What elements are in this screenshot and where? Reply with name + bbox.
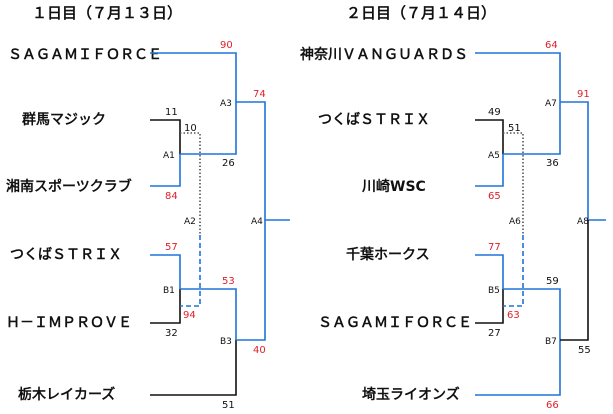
game-b5: B5 [488, 286, 500, 296]
score-d1-94: 94 [183, 310, 196, 321]
line-d2-kawasaki [475, 154, 504, 187]
score-d2-91: 91 [577, 89, 590, 100]
line-d2-dashed [503, 235, 524, 307]
game-b7: B7 [545, 337, 557, 347]
game-a8: A8 [577, 217, 589, 227]
day2-team-5: ＳＡＧＡＭＩＦＯＲＣＥ [318, 315, 472, 331]
score-d2-77: 77 [488, 242, 501, 253]
score-d2-65: 65 [488, 191, 501, 202]
line-d2-chiba [475, 254, 504, 289]
score-d2-63: 63 [507, 310, 520, 321]
score-d1-32: 32 [165, 328, 178, 339]
line-d2-tsukuba [475, 119, 504, 154]
score-d2-66: 66 [546, 400, 559, 411]
game-a3: A3 [220, 99, 232, 109]
line-d1-dotted [180, 132, 201, 235]
day1-team-6: 栃木レイカーズ [18, 386, 115, 403]
line-d2-b7 [560, 220, 589, 341]
day1-team-1: ＳＡＧＡＭＩＦＯＲＣＥ [8, 47, 162, 63]
day2-team-6: 埼玉ライオンズ [362, 386, 460, 403]
day2-title: ２日目（７月１４日） [346, 4, 496, 22]
line-d2-sagami [475, 289, 504, 324]
game-a5: A5 [488, 151, 500, 161]
game-b3: B3 [220, 337, 232, 347]
game-a7: A7 [545, 99, 557, 109]
day1-team-3: 湘南スポーツクラブ [6, 178, 132, 195]
score-d1-51: 51 [222, 400, 235, 411]
score-d1-53: 53 [222, 276, 235, 287]
score-d1-11: 11 [165, 107, 178, 118]
line-d1-tochigi [150, 340, 237, 396]
day1-title: １日目（７月１３日） [32, 4, 182, 22]
line-d2-b5 [503, 288, 561, 340]
line-d1-a1 [180, 102, 237, 155]
day1-bracket-lines [150, 52, 290, 396]
score-d2-64: 64 [545, 40, 558, 51]
line-d2-a5 [503, 102, 561, 155]
line-d1-shonan [150, 154, 181, 187]
score-d2-59: 59 [546, 276, 559, 287]
game-a1: A1 [163, 151, 175, 161]
line-d1-dashed [180, 235, 201, 307]
score-d1-84: 84 [165, 191, 178, 202]
day1-team-5: Ｈ－ＩＭＰＲＯＶＥ [6, 315, 132, 331]
line-d1-himprove [150, 289, 181, 324]
score-d1-26: 26 [222, 158, 235, 169]
line-d1-sagami [150, 52, 237, 102]
line-d1-tsukuba [150, 254, 181, 289]
score-d2-49: 49 [488, 107, 501, 118]
line-d1-b3 [236, 220, 266, 341]
game-a2: A2 [184, 217, 196, 227]
score-d1-10: 10 [184, 123, 197, 134]
game-b1: B1 [163, 286, 175, 296]
line-d2-saitama [475, 340, 561, 396]
line-d1-gunma [150, 119, 181, 154]
score-d1-40: 40 [253, 345, 266, 356]
score-d2-51: 51 [508, 123, 521, 134]
game-a6: A6 [509, 217, 521, 227]
line-d2-a7 [560, 101, 606, 221]
day2-team-2: つくばＳＴＲＩＸ [318, 112, 430, 128]
day2-team-1: 神奈川ＶＡＮＧＵＡＲＤＳ [300, 46, 468, 63]
line-d2-kanagawa [475, 52, 561, 102]
score-d1-90: 90 [220, 40, 233, 51]
game-a4: A4 [251, 217, 263, 227]
line-d1-a3 [236, 101, 290, 221]
line-d2-dotted [503, 132, 524, 235]
line-d1-b1 [180, 288, 237, 340]
day2-team-3: 川崎WSC [361, 178, 426, 195]
day2-bracket-lines [475, 52, 606, 396]
score-d1-57: 57 [165, 242, 178, 253]
day1-team-2: 群馬マジック [21, 111, 106, 128]
score-d2-27: 27 [488, 328, 501, 339]
day2-team-4: 千葉ホークス [346, 246, 430, 263]
score-d1-74: 74 [253, 89, 266, 100]
day1-team-4: つくばＳＴＲＩＸ [10, 247, 122, 263]
score-d2-55: 55 [578, 345, 591, 356]
score-d2-36: 36 [546, 158, 559, 169]
